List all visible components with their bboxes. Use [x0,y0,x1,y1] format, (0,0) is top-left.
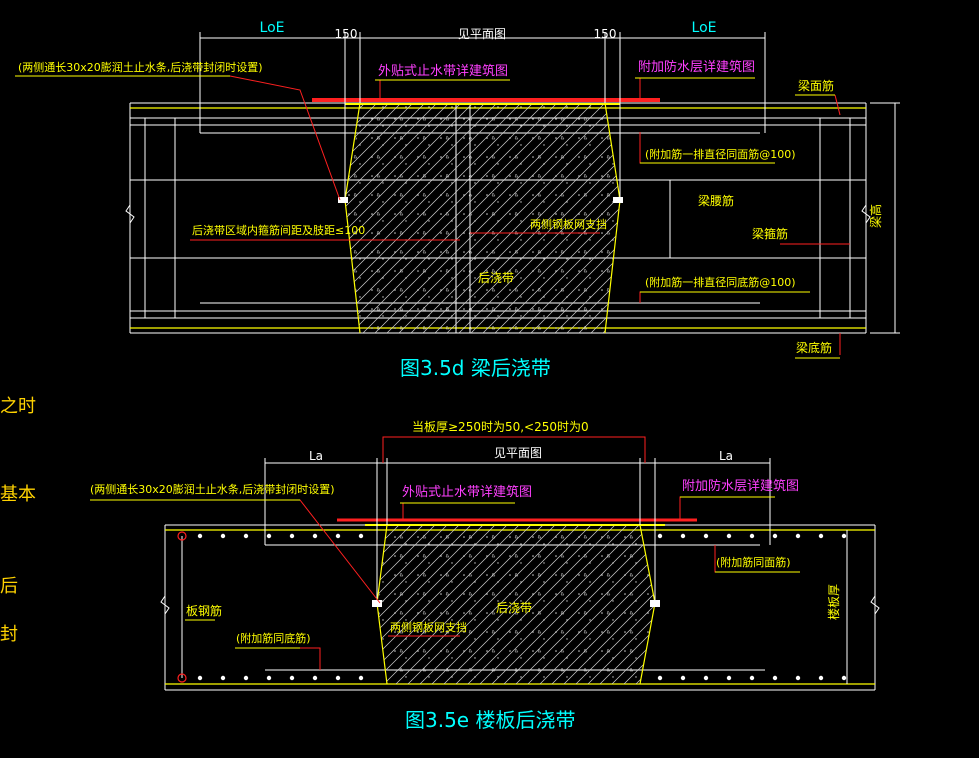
beam-label-bottom-bar: 梁底筋 [796,340,832,355]
rebar-dot [703,533,709,539]
slab-top-rebar-dots [197,533,847,539]
slab-title: 图3.5e 楼板后浇带 [405,708,575,732]
beam-sealing-strip-right [613,197,623,203]
beam-break-mark-right [861,204,871,224]
beam-label-mesh-support: 两侧钢板网支挡 [530,217,607,231]
rebar-dot [818,533,824,539]
rebar-dot [197,675,203,681]
rebar-dot [220,675,226,681]
beam-dim-see-plan: 见平面图 [458,27,506,41]
slab-bottom-rebar-dots [197,675,847,681]
rebar-dot [841,675,847,681]
rebar-dot [220,533,226,539]
slab-label-external-waterstop: 外贴式止水带详建筑图 [402,484,532,500]
beam-dim-loe-right: LoE [692,20,717,36]
rebar-dot [772,533,778,539]
rebar-dot [726,675,732,681]
beam-label-extra-bottom-bar: (附加筋一排直径同底筋@100) [645,275,796,289]
slab-label-underlines [90,496,800,649]
slab-label-sealing-strip: (两侧通长30x20膨润土止水条,后浇带封闭时设置) [90,482,335,496]
beam-label-sealing-strip: (两侧通长30x20膨润土止水条,后浇带封闭时设置) [18,60,263,74]
left-edge-fragment-2: 基本 [0,484,36,505]
beam-detail [125,98,871,334]
rebar-dot [266,675,272,681]
rebar-dot [358,533,364,539]
beam-outline [129,102,867,334]
rebar-dot [657,533,663,539]
rebar-dot [749,533,755,539]
beam-label-stirrup-spacing: 后浇带区域内箍筋间距及肢距≤100 [192,223,365,237]
rebar-dot [657,675,663,681]
rebar-dot [726,533,732,539]
slab-dim-see-plan: 见平面图 [494,446,542,460]
slab-label-extra-top-bar: (附加筋同面筋) [716,555,791,569]
slab-label-mesh-support: 两侧钢板网支挡 [390,620,467,634]
beam-title: 图3.5d 梁后浇带 [400,356,551,380]
slab-label-extra-bottom-bar: (附加筋同底筋) [236,631,311,645]
slab-sealing-strip-left [372,600,382,607]
rebar-dot [312,675,318,681]
beam-dim-150-left: 150 [335,27,358,41]
rebar-dot [243,675,249,681]
rebar-dot [312,533,318,539]
beam-label-extra-waterproof: 附加防水层详建筑图 [638,59,755,75]
rebar-dot [335,675,341,681]
beam-dim-150-right: 150 [594,27,617,41]
rebar-dot [266,533,272,539]
rebar-dot [289,675,295,681]
beam-label-external-waterstop: 外贴式止水带详建筑图 [378,63,508,79]
left-edge-fragment-4: 封 [0,624,18,645]
beam-post-pour-speckle [345,103,620,333]
rebar-dot [680,533,686,539]
left-edge-fragment-1: 之时 [0,396,36,417]
rebar-dot [772,675,778,681]
slab-dim-la-left: La [309,449,323,463]
rebar-dot [335,533,341,539]
slab-break-mark-left [160,595,170,615]
rebar-dot [243,533,249,539]
slab-label-post-pour: 后浇带 [496,601,532,615]
slab-dimensions: 当板厚≥250时为50,<250时为0 La 见平面图 La [264,420,848,684]
slab-label-slab-thickness: 楼板厚 [826,584,841,620]
slab-post-pour-speckle [377,525,655,684]
rebar-dot [680,675,686,681]
beam-label-top-bar: 梁面筋 [798,78,834,93]
slab-sealing-strip-right [650,600,660,607]
beam-label-beam-height: 梁高 [868,204,883,228]
rebar-dot [749,675,755,681]
beam-label-stirrup: 梁箍筋 [752,226,788,241]
beam-sealing-strip-left [338,197,348,203]
beam-dim-loe-left: LoE [260,20,285,36]
rebar-dot [289,533,295,539]
beam-label-post-pour: 后浇带 [478,271,514,285]
rebar-dot [841,533,847,539]
beam-label-waist-bar: 梁腰筋 [698,193,734,208]
rebar-dot [795,675,801,681]
slab-dim-la-right: La [719,449,733,463]
rebar-dot [795,533,801,539]
beam-break-mark-left [125,204,135,224]
rebar-dot [703,675,709,681]
rebar-dot [818,675,824,681]
slab-corner-bar-ends [177,531,187,683]
slab-label-slab-bar: 板钢筋 [186,603,222,618]
beam-label-extra-top-bar: (附加筋一排直径同面筋@100) [645,147,796,161]
left-edge-fragment-3: 后 [0,576,18,597]
beam-label-underlines [15,75,840,359]
beam-dimensions: LoE 150 见平面图 150 LoE [199,20,900,334]
rebar-dot [358,675,364,681]
rebar-dot [197,533,203,539]
slab-detail [160,518,880,691]
slab-break-mark-right [870,595,880,615]
slab-label-extra-waterproof: 附加防水层详建筑图 [682,478,799,494]
slab-dim-thickness-rule: 当板厚≥250时为50,<250时为0 [412,420,589,434]
